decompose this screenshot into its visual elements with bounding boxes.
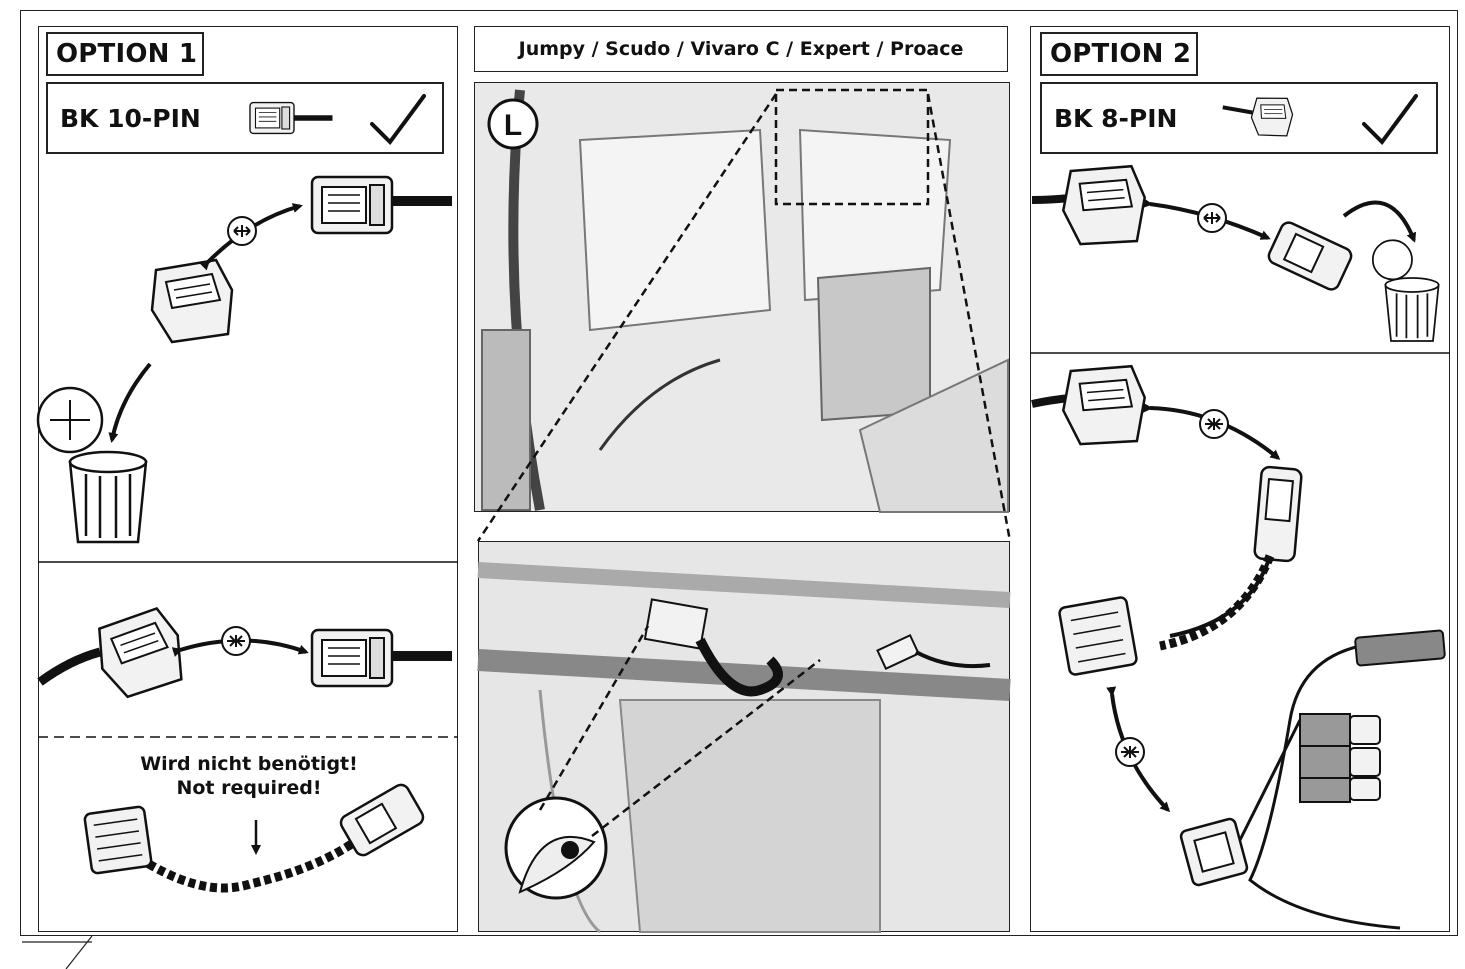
zoom-line-left bbox=[476, 93, 778, 542]
bk10-plug-icon bbox=[310, 175, 452, 235]
not-required-de: Wird nicht benötigt! bbox=[140, 753, 358, 775]
trash-bin-icon-1 bbox=[36, 386, 148, 544]
option1-connector-box: BK 10-PIN bbox=[46, 82, 444, 154]
trash-bin-icon-2 bbox=[1371, 239, 1440, 342]
harness-not-required-icon bbox=[83, 783, 425, 893]
option1-connector-icon bbox=[249, 101, 333, 135]
option1-label: OPTION 1 bbox=[46, 32, 204, 76]
swap-symbol-icon-2 bbox=[1197, 203, 1227, 233]
discard-arrow-1 bbox=[108, 362, 152, 443]
option1-connector-label: BK 10-PIN bbox=[60, 103, 201, 133]
option2-connector-label: BK 8-PIN bbox=[1054, 103, 1178, 133]
join-symbol-icon bbox=[221, 626, 251, 656]
sight-line-2 bbox=[591, 659, 821, 837]
eye-icon bbox=[504, 796, 608, 900]
page-corner-mark bbox=[22, 935, 93, 969]
old-socket-icon bbox=[150, 258, 234, 344]
swap-symbol-icon bbox=[227, 216, 257, 246]
detail-marker-box bbox=[774, 88, 930, 206]
bk8-socket-icon bbox=[1059, 159, 1149, 251]
side-indicator: L bbox=[487, 98, 539, 150]
detail-drawing bbox=[477, 562, 1011, 934]
option2-check-icon bbox=[1362, 94, 1418, 146]
not-required-en: Not required! bbox=[176, 777, 322, 799]
sight-line-1 bbox=[538, 625, 650, 811]
option2-label: OPTION 2 bbox=[1040, 32, 1198, 76]
vehicle-interior-drawing bbox=[481, 89, 1009, 513]
not-required-note: Wird nicht benötigt! Not required! bbox=[40, 752, 458, 800]
option2-connector-box: BK 8-PIN bbox=[1040, 82, 1438, 154]
outer-frame bbox=[20, 10, 1458, 936]
old-plug-icon bbox=[1267, 221, 1353, 291]
discard-arrow-2 bbox=[1342, 200, 1417, 243]
vehicle-harness-icon bbox=[1179, 629, 1446, 930]
side-indicator-label: L bbox=[504, 109, 522, 142]
bk10-plug-icon-2 bbox=[310, 628, 452, 688]
page-title: Jumpy / Scudo / Vivaro C / Expert / Proa… bbox=[474, 26, 1008, 72]
socket-icon-2 bbox=[92, 604, 188, 702]
zoom-line-right bbox=[926, 93, 1012, 542]
join-symbol-icon-2 bbox=[1199, 409, 1229, 439]
adapter-harness-icon bbox=[1058, 465, 1303, 676]
cable-left bbox=[37, 647, 102, 686]
option1-check-icon bbox=[370, 94, 426, 146]
option2-connector-icon bbox=[1222, 92, 1296, 141]
join-symbol-icon-3 bbox=[1115, 737, 1145, 767]
bk8-socket-icon-2 bbox=[1059, 359, 1149, 451]
